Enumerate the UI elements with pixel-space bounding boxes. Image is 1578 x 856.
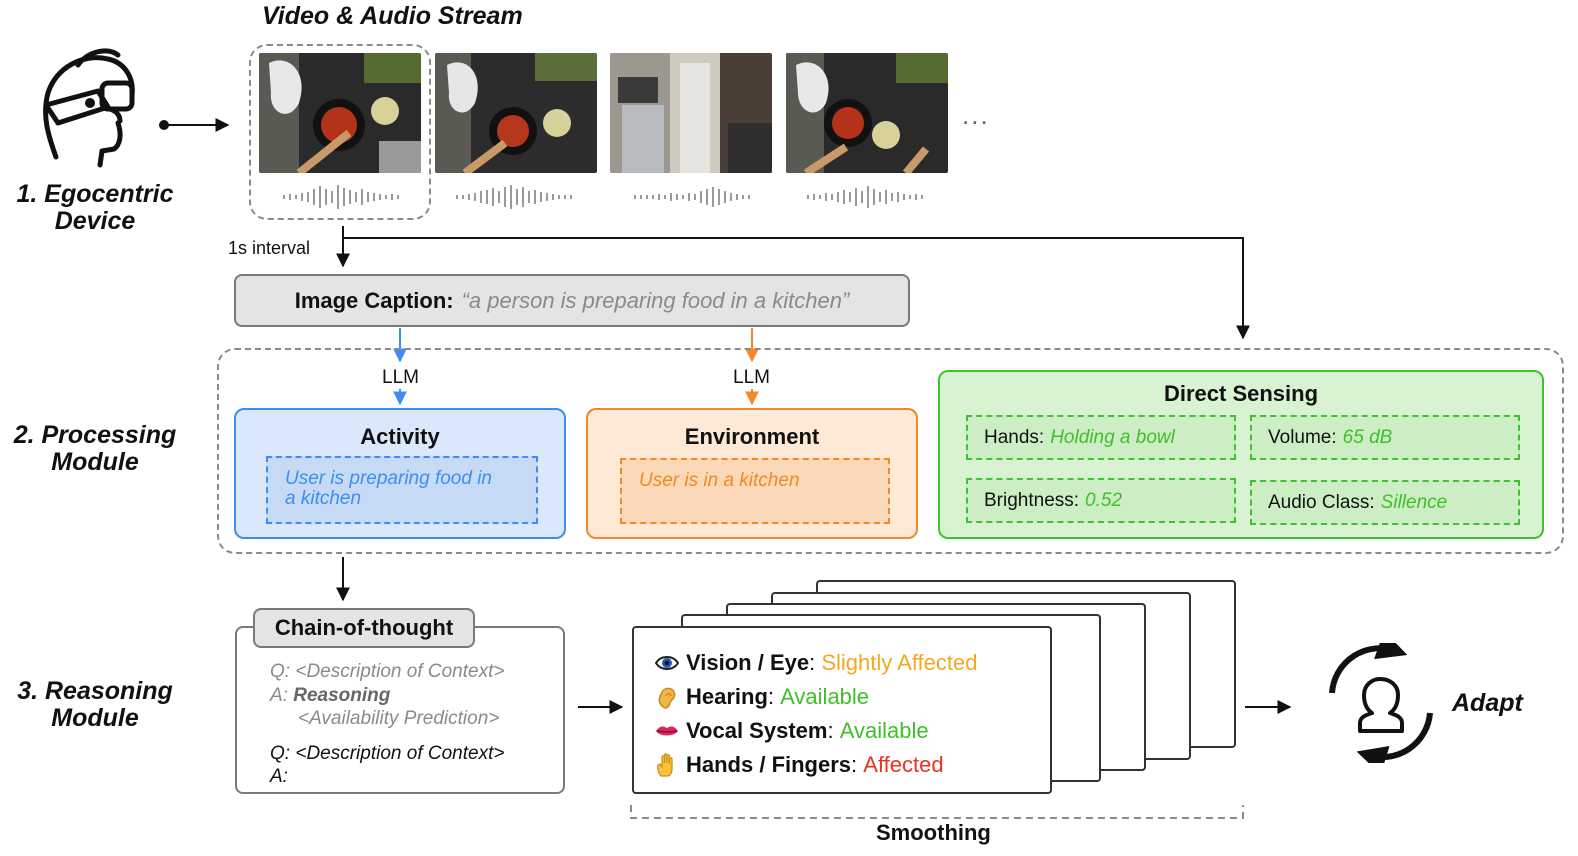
sensing-volume: Volume:65 dB bbox=[1250, 415, 1520, 460]
hand-icon bbox=[657, 753, 673, 777]
availability-status: Slightly Affected bbox=[821, 650, 978, 675]
cot-line: Q: <Description of Context> bbox=[270, 661, 505, 682]
availability-status: Available bbox=[780, 684, 870, 709]
availability-vision: Vision / Eye: Slightly Affected bbox=[654, 650, 977, 676]
audio-waveform-icon bbox=[634, 187, 750, 207]
ear-icon bbox=[658, 687, 676, 709]
llm-label-environment: LLM bbox=[733, 367, 770, 388]
audio-waveform-icon bbox=[807, 186, 923, 208]
current-frame-group bbox=[249, 44, 431, 220]
stage-label-device: 1. Egocentric Device bbox=[16, 180, 174, 235]
cot-line: <Availability Prediction> bbox=[298, 708, 500, 729]
direct-sensing-title: Direct Sensing bbox=[1163, 381, 1319, 406]
chain-of-thought-title: Chain-of-thought bbox=[253, 608, 475, 648]
lips-icon bbox=[656, 726, 678, 736]
video-frame bbox=[259, 53, 421, 173]
activity-title: Activity bbox=[360, 424, 440, 449]
availability-hands: Hands / Fingers: Affected bbox=[654, 752, 944, 778]
audio-waveform-icon bbox=[456, 185, 572, 209]
availability-hearing: Hearing: Available bbox=[654, 684, 869, 710]
stage-label-reasoning: 3. Reasoning Module bbox=[17, 677, 173, 732]
activity-description: User is preparing food in a kitchen bbox=[266, 456, 538, 524]
sensing-brightness: Brightness:0.52 bbox=[966, 478, 1236, 523]
audio-waveform-icon bbox=[283, 185, 399, 209]
adapt-cycle-icon bbox=[1329, 643, 1433, 763]
availability-card: Vision / Eye: Slightly Affected Hearing:… bbox=[632, 626, 1052, 794]
eye-icon bbox=[654, 656, 680, 670]
availability-status: Available bbox=[839, 718, 929, 743]
image-caption-box: Image Caption: “a person is preparing fo… bbox=[234, 274, 910, 327]
environment-title: Environment bbox=[684, 424, 820, 449]
availability-vocal: Vocal System: Available bbox=[654, 718, 929, 744]
cot-line: Q: <Description of Context> bbox=[270, 743, 505, 764]
availability-status: Affected bbox=[863, 752, 944, 777]
video-frame bbox=[610, 53, 772, 173]
stream-title: Video & Audio Stream bbox=[262, 2, 523, 30]
smoothing-label: Smoothing bbox=[876, 820, 991, 845]
adapt-label: Adapt bbox=[1452, 689, 1523, 717]
video-frame bbox=[435, 53, 597, 173]
sensing-hands: Hands:Holding a bowl bbox=[966, 415, 1236, 460]
video-frame bbox=[786, 53, 948, 173]
processing-module-group bbox=[217, 348, 1564, 554]
interval-label: 1s interval bbox=[228, 238, 311, 258]
sensing-audio-class: Audio Class:Sillence bbox=[1250, 480, 1520, 525]
caption-label: Image Caption: bbox=[294, 287, 454, 313]
activity-card: Activity User is preparing food in a kit… bbox=[234, 408, 566, 539]
caption-text: “a person is preparing food in a kitchen… bbox=[461, 287, 850, 313]
environment-description: User is in a kitchen bbox=[620, 458, 890, 524]
stage-label-processing: 2. Processing Module bbox=[13, 421, 177, 476]
environment-card: Environment User is in a kitchen bbox=[586, 408, 918, 539]
chain-of-thought-box bbox=[235, 626, 565, 794]
vr-headset-person-icon bbox=[43, 48, 135, 168]
cot-line: A: bbox=[270, 766, 288, 787]
llm-label-activity: LLM bbox=[382, 367, 419, 388]
cot-line: A: Reasoning bbox=[270, 685, 391, 706]
more-frames-ellipsis: ... bbox=[962, 100, 990, 130]
